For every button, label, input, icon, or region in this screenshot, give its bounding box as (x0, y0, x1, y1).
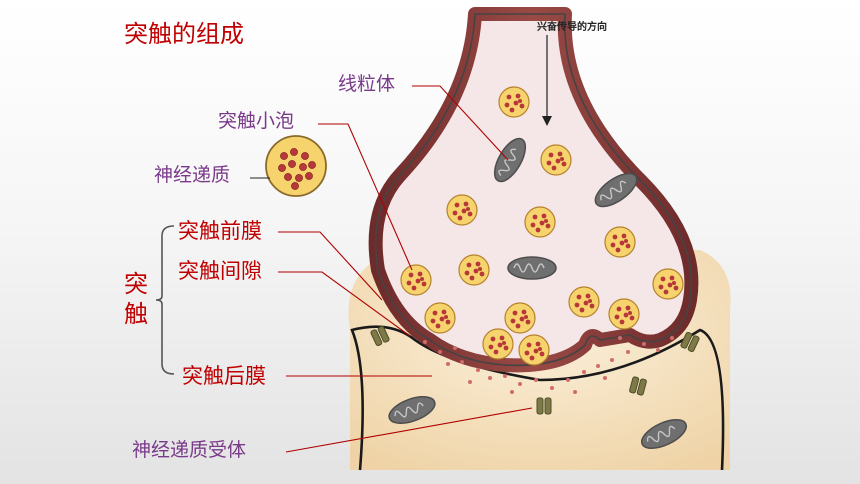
neurotransmitter-vesicle-enlarged (265, 135, 327, 197)
synaptic-vesicle (604, 226, 636, 258)
synapse-brace (155, 225, 175, 375)
label-synapse-char-2: 触 (124, 300, 148, 328)
leader-receptor (285, 407, 533, 453)
label-synaptic-cleft: 突触间隙 (178, 259, 262, 283)
synaptic-vesicle (568, 286, 600, 318)
synaptic-vesicle (446, 194, 478, 226)
label-neurotransmitter: 神经递质 (154, 164, 231, 186)
synaptic-vesicle (400, 264, 432, 296)
synaptic-vesicle (608, 298, 640, 330)
synaptic-vesicle (518, 334, 550, 366)
label-receptor: 神经递质受体 (132, 439, 247, 461)
mitochondrion (507, 256, 557, 280)
synaptic-vesicle (652, 268, 684, 300)
synaptic-vesicle (458, 254, 490, 286)
direction-arrowhead (542, 116, 552, 126)
label-postsynaptic-membrane: 突触后膜 (182, 364, 266, 388)
direction-label: 兴奋传导的方向 (537, 22, 607, 33)
leader-mitochondria (412, 85, 509, 161)
synaptic-vesicle (482, 328, 514, 360)
leader-presynaptic (278, 231, 383, 301)
synaptic-vesicle (540, 144, 572, 176)
neurotransmitter-dots (423, 336, 674, 394)
label-synaptic-vesicle: 突触小泡 (218, 110, 295, 132)
label-presynaptic-membrane: 突触前膜 (178, 219, 262, 243)
leader-cleft (278, 271, 411, 337)
page-title: 突触的组成 (124, 20, 244, 48)
postsynaptic-membrane-line (350, 325, 725, 471)
label-synapse-char-1: 突 (124, 270, 148, 298)
synaptic-vesicle (424, 302, 456, 334)
synaptic-vesicle (504, 302, 536, 334)
label-mitochondria: 线粒体 (338, 73, 396, 95)
synaptic-vesicle (524, 206, 556, 238)
leader-vesicle (318, 123, 413, 271)
synaptic-vesicle (498, 86, 530, 118)
